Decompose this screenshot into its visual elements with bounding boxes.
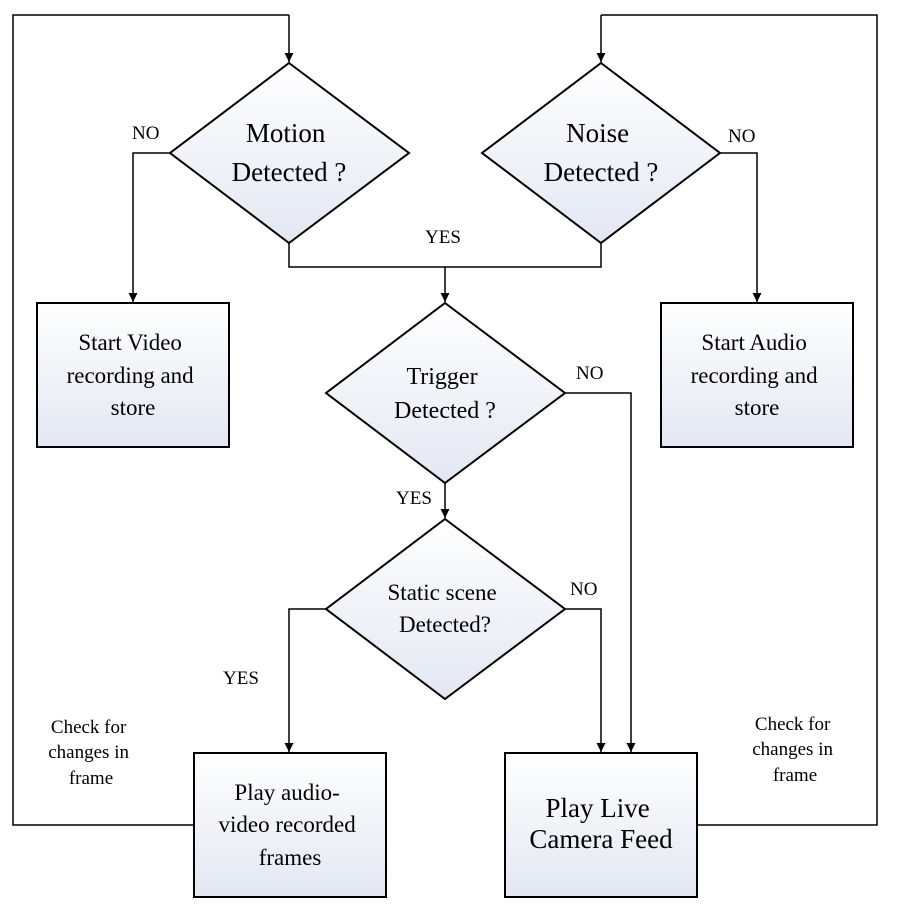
static-yes-line: [284, 608, 326, 752]
video-line-2: recording and: [67, 363, 195, 388]
audio-line-3: store: [735, 395, 780, 420]
process-start-video: Start Video recording and store: [36, 302, 230, 448]
svg-text:Motion Detected ?: Motion Detected ?: [232, 118, 347, 187]
noise-line-1: Noise: [566, 118, 629, 148]
label-static-no: NO: [570, 579, 597, 600]
edge-labels: NO NO YES NO YES NO YES Check for change…: [48, 123, 837, 789]
noise-no-line: [720, 152, 762, 302]
svg-text:Start Video recording an: Start Video recording and store: [67, 330, 200, 420]
process-play-recorded: Play audio- video recorded frames: [193, 752, 387, 898]
video-line-1: Start Video: [78, 330, 182, 355]
connectors: [12, 14, 878, 826]
label-loop-left: Check for changes in frame: [48, 717, 133, 789]
label-loop-right: Check for changes in frame: [752, 714, 837, 786]
loop-right-line: [601, 14, 878, 826]
label-noise-no: NO: [728, 126, 755, 147]
label-static-yes: YES: [223, 668, 259, 689]
decision-trigger: Trigger Detected ?: [324, 301, 567, 485]
video-line-3: store: [111, 395, 156, 420]
static-line-2: Detected?: [399, 612, 491, 637]
noise-line-2: Detected ?: [544, 157, 659, 187]
motion-line-1: Motion: [246, 118, 326, 148]
trigger-line-2: Detected ?: [394, 398, 496, 424]
recorded-line-3: frames: [259, 845, 322, 870]
audio-line-2: recording and: [691, 363, 819, 388]
svg-text:Trigger Detected ?: Trigger Detected ?: [394, 364, 496, 424]
label-trigger-no: NO: [576, 363, 603, 384]
live-line-1: Play Live: [546, 793, 650, 823]
svg-text:Static scene Detected?: Static scene Detected?: [388, 580, 503, 637]
label-motion-no: NO: [132, 123, 159, 144]
svg-text:Play audio- video record: Play audio- video recorded frames: [218, 780, 361, 870]
recorded-line-2: video recorded: [218, 812, 356, 837]
decision-motion: Motion Detected ?: [168, 61, 411, 245]
process-start-audio: Start Audio recording and store: [660, 302, 854, 448]
svg-text:Noise Detected ?: Noise Detected ?: [544, 118, 659, 187]
process-play-live: Play Live Camera Feed: [504, 752, 698, 898]
live-line-2: Camera Feed: [529, 824, 673, 854]
static-no-line: [565, 608, 606, 752]
label-motion-noise-yes: YES: [425, 227, 461, 248]
label-trigger-yes: YES: [396, 488, 432, 509]
motion-line-2: Detected ?: [232, 157, 347, 187]
decision-static-scene: Static scene Detected?: [324, 517, 567, 701]
trigger-line-1: Trigger: [406, 364, 477, 390]
svg-text:Play Live Camera Feed: Play Live Camera Feed: [529, 793, 673, 854]
loop-left-line: [12, 14, 289, 826]
trigger-no-line: [565, 392, 636, 752]
motion-no-line: [128, 152, 170, 302]
audio-line-1: Start Audio: [701, 330, 806, 355]
svg-text:Start Audio recording an: Start Audio recording and store: [691, 330, 824, 420]
recorded-line-1: Play audio-: [234, 780, 339, 805]
static-line-1: Static scene: [388, 580, 497, 605]
decision-noise: Noise Detected ?: [480, 61, 722, 245]
